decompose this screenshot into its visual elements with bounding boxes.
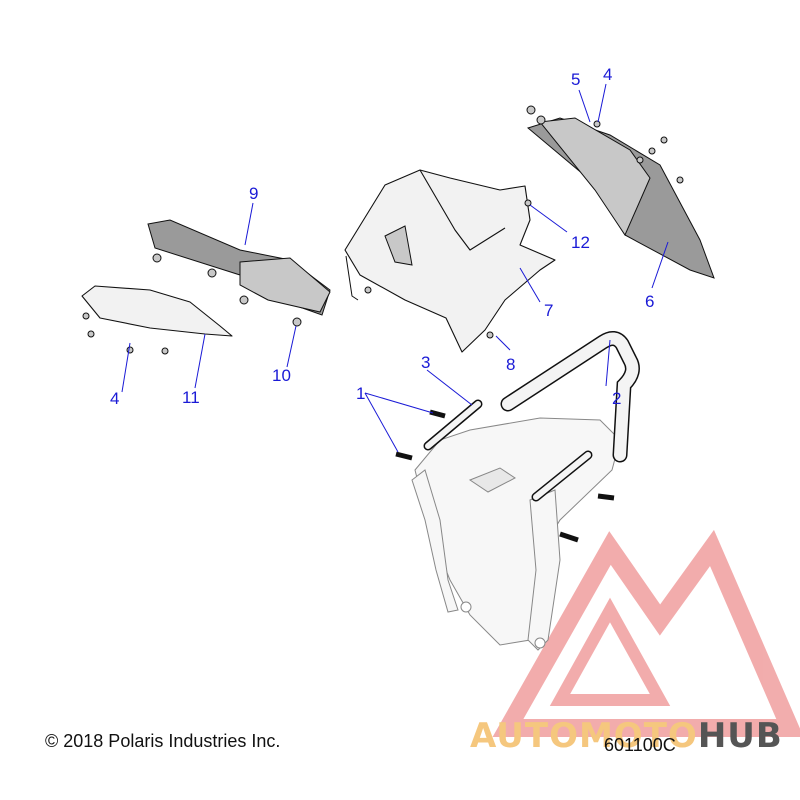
part-11-lower-panel bbox=[81, 285, 233, 337]
callout-labels: 1 2 3 4 4 5 6 7 8 9 10 11 12 bbox=[110, 65, 654, 408]
callout-9: 9 bbox=[249, 184, 258, 203]
callout-5: 5 bbox=[571, 70, 580, 89]
callout-2: 2 bbox=[612, 389, 621, 408]
callout-6: 6 bbox=[645, 292, 654, 311]
watermark-text-b: HUB bbox=[697, 716, 783, 756]
watermark-logo-icon bbox=[492, 529, 800, 737]
callout-4-top: 4 bbox=[603, 65, 612, 84]
watermark-text: AUTOMOTOHUB bbox=[470, 716, 783, 756]
fasteners bbox=[82, 105, 684, 355]
callout-10: 10 bbox=[272, 366, 291, 385]
callout-12: 12 bbox=[571, 233, 590, 252]
part-7-center-cowl bbox=[344, 169, 556, 353]
part-3-support-bar bbox=[423, 399, 593, 502]
callout-11: 11 bbox=[182, 388, 200, 407]
callout-4-left: 4 bbox=[110, 389, 119, 408]
leader-lines bbox=[121, 83, 669, 453]
part-6-side-panel bbox=[526, 117, 715, 279]
watermark-text-a: AUTOMOTO bbox=[470, 716, 698, 756]
callout-8: 8 bbox=[506, 355, 515, 374]
part-9-left-panel bbox=[147, 219, 331, 316]
callout-1: 1 bbox=[356, 384, 365, 403]
callout-3: 3 bbox=[421, 353, 430, 372]
copyright-notice: © 2018 Polaris Industries Inc. bbox=[45, 731, 281, 751]
callout-7: 7 bbox=[544, 301, 553, 320]
drawing-number: 601100C bbox=[604, 735, 676, 755]
part-2-roll-bar bbox=[500, 331, 640, 463]
